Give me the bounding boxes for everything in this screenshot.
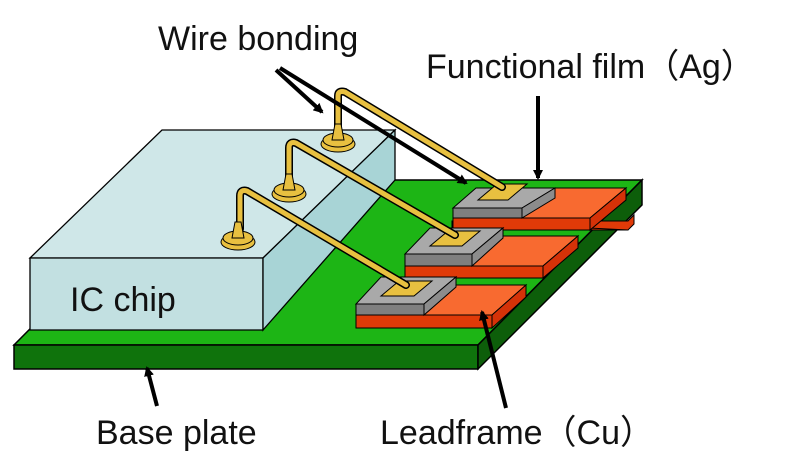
ball-bond-2 [271,173,307,203]
ball-bonds [220,123,356,251]
callout-arrows [144,66,543,409]
label-base-plate: Base plate [96,414,257,452]
label-wire-bonding: Wire bonding [158,20,359,58]
arrow-wire-bonding-to-ball [274,68,324,114]
base-plate-front-face [13,344,479,370]
bonding-wires [236,87,506,289]
label-ic-chip: IC chip [70,281,176,319]
ball-bond-1 [320,123,356,153]
label-functional-film: Functional film（Ag） [426,48,755,86]
arrow-wire-bonding-to-wire [278,66,468,185]
arrow-leadframe [479,310,508,409]
arrow-base-plate [144,366,159,407]
label-leadframe: Leadframe（Cu） [380,414,655,452]
bond-pad-1 [476,183,529,201]
ball-bond-3 [220,221,256,251]
